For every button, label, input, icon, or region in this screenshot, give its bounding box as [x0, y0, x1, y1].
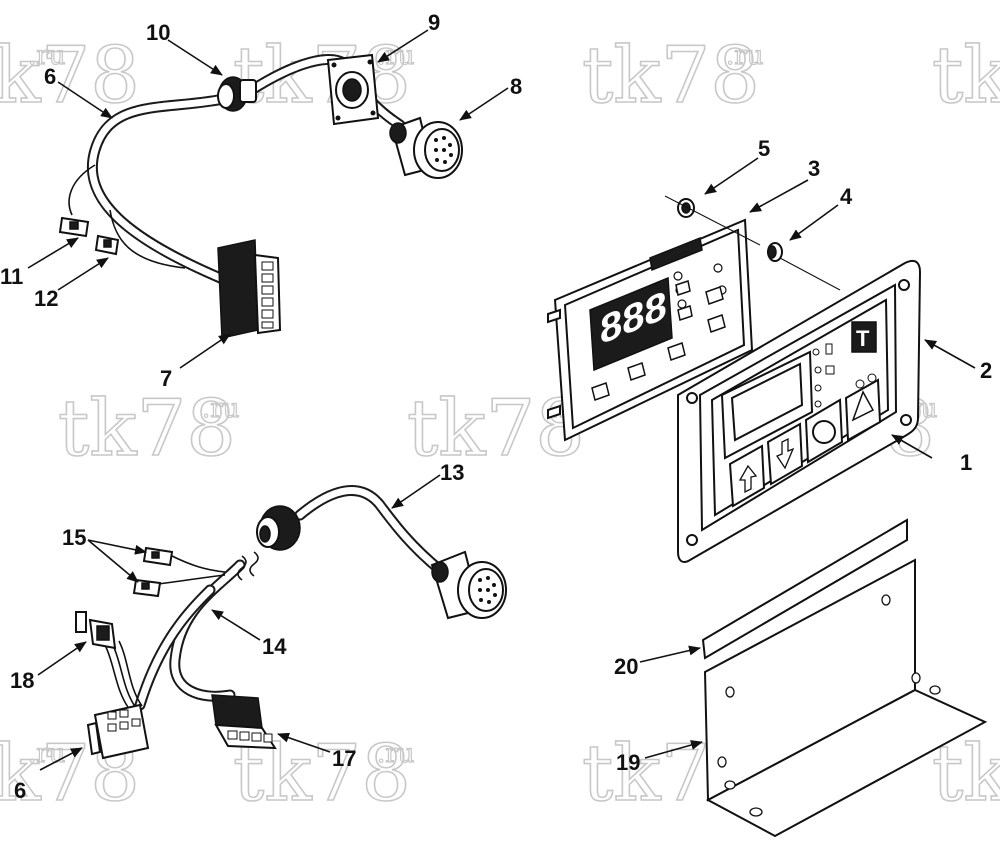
connector-16: [86, 703, 150, 760]
svg-text:.ru: .ru: [726, 41, 763, 71]
callout-15: 15: [62, 525, 86, 550]
connector-18: [75, 611, 117, 650]
nut-5: [677, 198, 695, 218]
round-connector-13: [430, 550, 507, 620]
callout-9: 9: [428, 10, 440, 35]
grommet-10: [217, 76, 257, 112]
watermark: tk78: [931, 30, 1000, 122]
display-circuit-board-3: 888: [547, 195, 841, 442]
callout-18: 18: [10, 668, 34, 693]
svg-text:tk78: tk78: [932, 31, 1000, 121]
callout-6-lower: 6: [14, 778, 26, 803]
multi-pin-connector-7: [217, 239, 282, 339]
small-connector-12: [94, 234, 120, 256]
upper-wire-harness: [58, 53, 463, 339]
brand-logo: T: [851, 321, 877, 353]
callout-6-upper: 6: [44, 64, 56, 89]
callout-13: 13: [440, 460, 464, 485]
alarm-button: [844, 378, 882, 442]
lower-wire-harness: [75, 485, 507, 760]
watermark: tk78 .ru: [57, 383, 240, 475]
callout-20: 20: [614, 654, 638, 679]
round-connector-8: [389, 116, 463, 179]
control-panel-keypad-1: T: [710, 298, 890, 517]
callout-3: 3: [808, 156, 820, 181]
callout-17: 17: [332, 746, 356, 771]
svg-text:tk78: tk78: [407, 384, 585, 474]
svg-text:tk78: tk78: [582, 31, 760, 121]
svg-text:tk78: tk78: [58, 384, 236, 474]
defrost-button: [804, 398, 844, 464]
svg-text:.ru: .ru: [28, 739, 65, 769]
callout-12: 12: [34, 286, 58, 311]
small-connector-15a: [142, 546, 174, 567]
svg-text:T: T: [856, 326, 870, 351]
callout-10: 10: [146, 20, 170, 45]
callout-14: 14: [262, 634, 287, 659]
spacer-4: [767, 242, 783, 262]
svg-text:.ru: .ru: [202, 394, 239, 424]
callout-7: 7: [160, 366, 172, 391]
callout-1: 1: [960, 450, 972, 475]
callout-5: 5: [758, 136, 770, 161]
watermark: tk78 .ru: [0, 30, 141, 122]
mounting-plate-9: [326, 53, 380, 126]
small-connector-11: [58, 216, 90, 238]
seal-strip-20: [701, 518, 908, 660]
watermarks: tk78 .ru tk78 .ru tk78 .ru tk78 tk78 .ru…: [0, 30, 1000, 820]
cable-gland-13: [256, 505, 301, 551]
callout-labels: 1 2 3 4 5 6 6 7 8 9 10 11 12 13 14 15 17…: [0, 10, 992, 803]
callout-11: 11: [0, 264, 23, 289]
down-arrow-button: [766, 422, 804, 486]
svg-text:.ru: .ru: [377, 41, 414, 71]
leader-lines: [27, 29, 976, 771]
svg-text:tk78: tk78: [0, 31, 140, 121]
callout-2: 2: [980, 358, 992, 383]
callout-19: 19: [616, 750, 640, 775]
watermark: tk78 .ru: [581, 30, 764, 122]
watermark: tk78 .ru: [232, 30, 415, 122]
up-arrow-button: [728, 444, 766, 508]
svg-text:.ru: .ru: [377, 739, 414, 769]
svg-text:.ru: .ru: [28, 41, 65, 71]
mounting-bracket-19: [703, 558, 988, 838]
connector-17: [211, 694, 277, 750]
callout-4: 4: [840, 184, 853, 209]
small-connector-15b: [132, 578, 162, 598]
callout-8: 8: [510, 74, 522, 99]
